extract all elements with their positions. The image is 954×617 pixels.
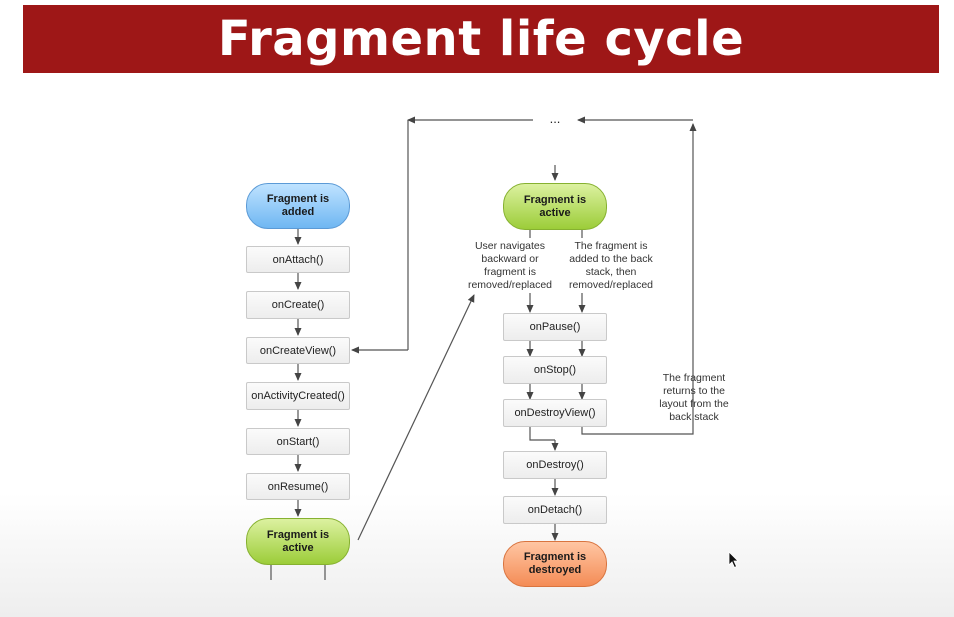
on-detach-label: onDetach() xyxy=(527,504,583,516)
return-to-layout-note: The fragment returns to the layout from … xyxy=(659,372,729,423)
on-start-step: onStart() xyxy=(246,428,350,455)
fragment-destroyed-node: Fragment is destroyed xyxy=(503,541,607,587)
top-ellipsis-text: ... xyxy=(549,110,561,126)
on-stop-label: onStop() xyxy=(533,364,577,376)
title-banner: Fragment life cycle xyxy=(23,5,939,73)
on-create-view-step: onCreateView() xyxy=(246,337,350,364)
navigate-backward-note: User navigates backward or fragment is r… xyxy=(467,240,553,291)
on-stop-step: onStop() xyxy=(503,356,607,384)
page-title: Fragment life cycle xyxy=(217,11,745,67)
on-create-view-label: onCreateView() xyxy=(259,344,337,357)
fragment-added-node: Fragment is added xyxy=(246,183,350,229)
fragment-active-node-left: Fragment is active xyxy=(246,518,350,565)
fragment-active-right-label: Fragment is active xyxy=(523,193,587,219)
on-destroy-step: onDestroy() xyxy=(503,451,607,479)
on-activity-created-step: onActivityCreated() xyxy=(246,382,350,410)
on-start-label: onStart() xyxy=(276,435,320,448)
on-create-step: onCreate() xyxy=(246,291,350,319)
on-create-label: onCreate() xyxy=(271,299,325,311)
on-attach-label: onAttach() xyxy=(272,253,324,266)
back-stack-note: The fragment is added to the back stack,… xyxy=(568,240,654,291)
on-destroy-view-step: onDestroyView() xyxy=(503,399,607,427)
on-resume-label: onResume() xyxy=(267,480,329,493)
fragment-added-label: Fragment is added xyxy=(266,193,330,218)
on-activity-created-label: onActivityCreated() xyxy=(251,390,345,402)
on-destroy-view-label: onDestroyView() xyxy=(514,407,596,419)
mouse-cursor-icon xyxy=(728,551,739,569)
on-pause-label: onPause() xyxy=(529,321,581,333)
on-pause-step: onPause() xyxy=(503,313,607,341)
on-attach-step: onAttach() xyxy=(246,246,350,273)
on-resume-step: onResume() xyxy=(246,473,350,500)
fragment-active-left-label: Fragment is active xyxy=(266,528,330,554)
fragment-destroyed-label: Fragment is destroyed xyxy=(523,551,587,576)
top-ellipsis: ... xyxy=(538,110,572,126)
on-detach-step: onDetach() xyxy=(503,496,607,524)
fragment-active-node-right: Fragment is active xyxy=(503,183,607,230)
on-destroy-label: onDestroy() xyxy=(526,459,584,471)
